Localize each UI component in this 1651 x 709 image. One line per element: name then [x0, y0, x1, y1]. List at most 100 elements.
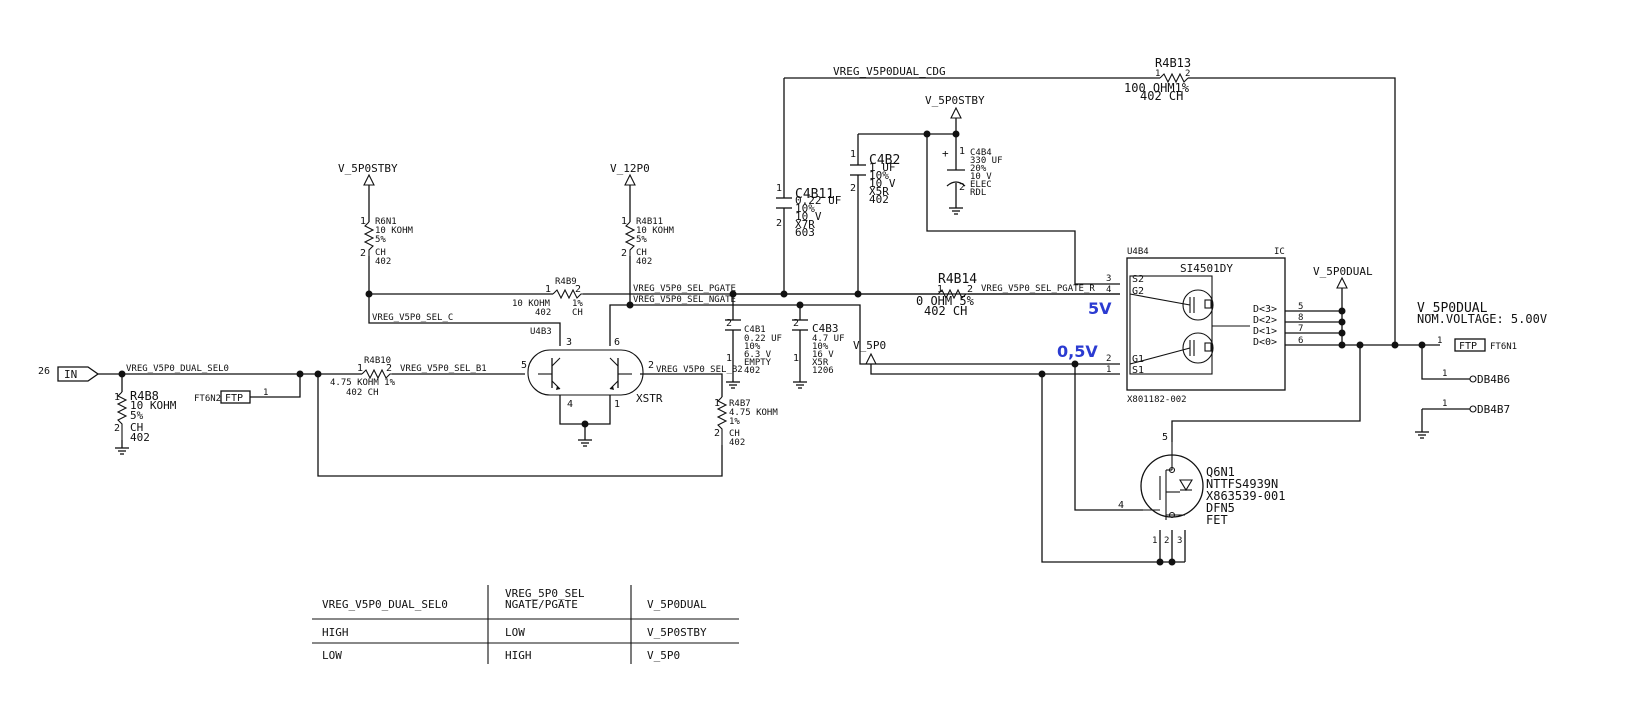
r4b14-pin2: 2: [967, 284, 973, 295]
u4b4-s2: S2: [1132, 274, 1144, 285]
ft6n2-ref: FT6N2: [194, 394, 221, 404]
q6n1-pin3: 3: [1177, 536, 1182, 546]
u4b4-g1: G1: [1132, 354, 1144, 365]
r4b9-pin2: 2: [575, 284, 581, 295]
ft6n2-box-label: FTP: [225, 393, 243, 404]
r4b11-value: 10 KOHM: [636, 226, 675, 236]
r4b9-ref: R4B9: [555, 277, 577, 287]
rail-stby-top: V_5P0STBY: [925, 94, 985, 107]
truth-table: [312, 585, 739, 664]
ground-symbols: [115, 207, 1429, 455]
u4b3-pin3: 3: [566, 337, 572, 348]
u4b4-d2: D<2>: [1253, 315, 1277, 326]
r4b7-pin1: 1: [714, 398, 720, 409]
r4b9-tol: 1%: [572, 299, 583, 309]
c4b11-pin1: 1: [776, 183, 782, 194]
rail-dual: V_5P0DUAL: [1313, 265, 1373, 278]
r4b11-package: 402: [636, 257, 652, 267]
input-port-icon: [57, 366, 100, 382]
c4b4-plus: +: [942, 147, 949, 160]
r4b10-ref: R4B10: [364, 356, 391, 366]
c4b4-volt: 10 V: [970, 172, 992, 182]
u4b4-pin2: 2: [1106, 354, 1111, 364]
ground-icon: [726, 381, 740, 389]
table-cell-r2-c2: HIGH: [505, 649, 532, 662]
u4b4-pin7: 7: [1298, 324, 1303, 334]
ft6n2-pin: 1: [263, 388, 268, 398]
r4b8-tol: 5%: [130, 409, 144, 422]
q6n1-line2: X863539-001: [1206, 489, 1285, 503]
power-rail-symbols: [363, 106, 1348, 365]
u4b4-pin4: 4: [1106, 285, 1111, 295]
r4b7-pin2: 2: [714, 428, 720, 439]
db4b7-port-icon: [1469, 405, 1477, 413]
r6n1-value: 10 KOHM: [375, 226, 414, 236]
u4b4-d1: D<1>: [1253, 326, 1277, 337]
ft6n2-box: [220, 390, 251, 404]
db4b7-label: DB4B7: [1477, 403, 1510, 416]
net-dual-sel: VREG_V5P0_DUAL_SEL0: [126, 364, 229, 374]
c4b2-volt: 10 V: [869, 177, 896, 190]
net-sel-c: VREG_V5P0_SEL_C: [372, 313, 453, 323]
r4b7-tol: 1%: [729, 417, 740, 427]
r4b14-value: 0 OHM 5%: [916, 294, 975, 308]
c4b3-pin1: 1: [793, 353, 799, 364]
c4b11-value: 0.22 UF: [795, 194, 841, 207]
r4b8-type: CH: [130, 421, 143, 434]
c4b2-package: 402: [869, 193, 889, 206]
u4b3-name: XSTR: [636, 392, 663, 405]
r4b14-symbol: [937, 288, 968, 300]
r4b10-value: 4.75 KOHM 1%: [330, 378, 396, 388]
r4b8-ref: R4B8: [130, 389, 159, 403]
c4b3-volt: 16 V: [812, 350, 834, 360]
u4b3-pin4: 4: [567, 399, 573, 410]
c4b11-ref: C4B11: [795, 187, 834, 202]
r4b11-symbol: [624, 221, 636, 256]
q6n1-pin2: 2: [1164, 536, 1169, 546]
r4b8-symbol: [116, 391, 128, 440]
r4b8-pin2: 2: [114, 423, 120, 434]
table-cell-r2-c3: V_5P0: [647, 649, 680, 662]
r4b9-type: CH: [572, 308, 583, 318]
u4b4-ref: U4B4: [1127, 247, 1149, 257]
capacitor-symbols: [725, 164, 966, 331]
r4b10-symbol: [361, 368, 392, 380]
r4b7-symbol: [716, 396, 728, 445]
r6n1-symbol: [363, 221, 375, 256]
r4b9-value: 10 KOHM: [512, 299, 551, 309]
ground-icon: [949, 207, 963, 215]
u4b3-ref: U4B3: [530, 327, 552, 337]
u4b4-d0: D<0>: [1253, 337, 1277, 348]
r4b7-value: 4.75 KOHM: [729, 408, 778, 418]
u4b3-pin1: 1: [614, 399, 620, 410]
c4b1-volt: 6.3 V: [744, 350, 772, 360]
table-cell-r2-c1: LOW: [322, 649, 342, 662]
r4b13-pin2: 2: [1185, 69, 1190, 79]
u4b3-pin5: 5: [521, 360, 527, 371]
ft6n1-box-label: FTP: [1459, 341, 1477, 352]
r4b7-ref: R4B7: [729, 399, 751, 409]
r6n1-package: 402: [375, 257, 391, 267]
annotation-0-5v: 0,5V: [1057, 342, 1098, 361]
r4b11-pin1: 1: [621, 216, 627, 227]
ft6n1-ref: FT6N1: [1490, 342, 1517, 352]
r4b11-tol: 5%: [636, 235, 647, 245]
c4b4-pin2: 2: [959, 182, 965, 193]
q6n1-ref: Q6N1: [1206, 465, 1235, 479]
r4b7-type: CH: [729, 429, 740, 439]
q6n1-line4: FET: [1206, 513, 1228, 527]
rail-v5p0: V_5P0: [853, 339, 886, 352]
c4b1-ref: C4B1: [744, 325, 766, 335]
rail-arrow-icon: [950, 106, 962, 119]
r4b13-value: 100 OHM1%: [1124, 81, 1190, 95]
u4b3-pin6: 6: [614, 337, 620, 348]
u4b4-part: X801182-002: [1127, 395, 1187, 405]
r4b11-type: CH: [636, 248, 647, 258]
r4b11-ref: R4B11: [636, 217, 663, 227]
in-port-label: IN: [64, 368, 77, 381]
net-cdg: VREG_V5P0DUAL_CDG: [833, 65, 946, 78]
u4b4-d3: D<3>: [1253, 304, 1277, 315]
c4b11-type: X7R: [795, 218, 815, 231]
q6n1-pin5: 5: [1162, 432, 1168, 443]
